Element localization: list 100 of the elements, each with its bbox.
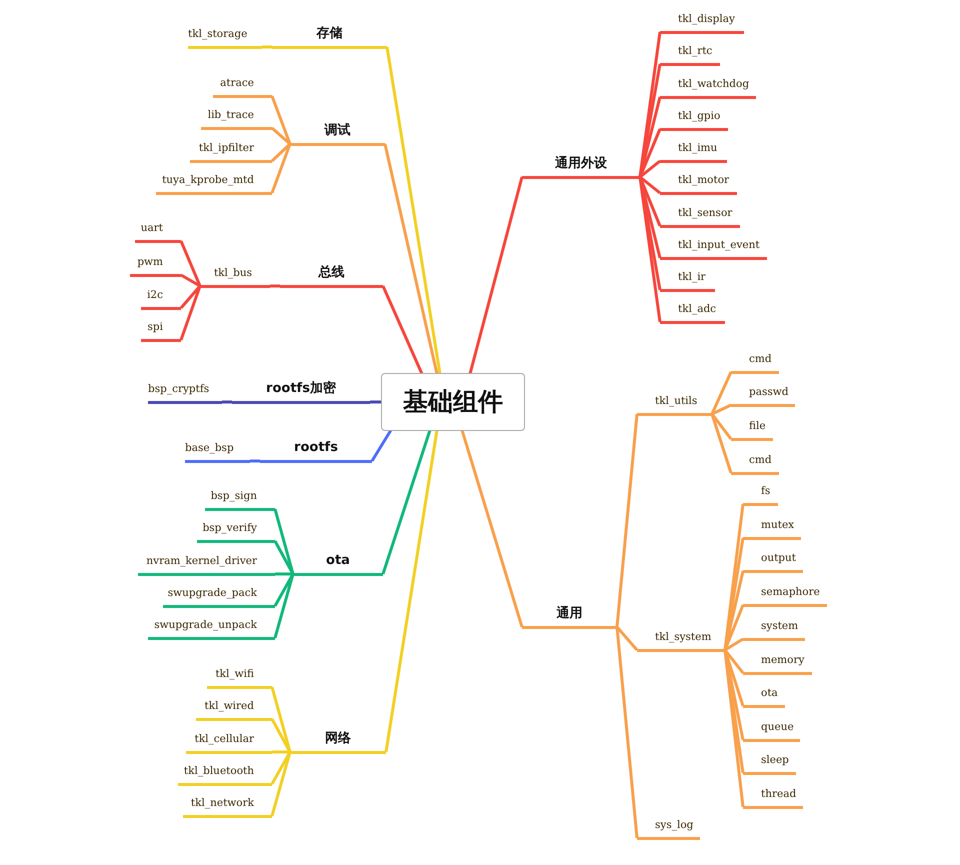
branch-line — [274, 540, 294, 575]
branch-line — [180, 286, 202, 340]
branch-line — [638, 96, 662, 178]
subtopic: tkl_network — [183, 794, 272, 818]
branch-topic: rootfs — [260, 438, 372, 462]
subtopic: tkl_wired — [196, 696, 272, 720]
subtopic: tkl_bus — [200, 264, 270, 288]
branch-line — [616, 626, 638, 651]
subtopic: spi — [141, 318, 181, 342]
subtopic: tkl_bluetooth — [178, 762, 272, 786]
subtopic: i2c — [141, 286, 181, 310]
subtopic: pwm — [130, 252, 181, 276]
subtopic: tkl_gpio — [660, 106, 728, 130]
branch-line — [460, 430, 524, 628]
subtopic: tkl_storage — [188, 24, 262, 48]
central-topic-box: 基础组件 — [381, 373, 525, 431]
branch-line — [724, 649, 744, 674]
subtopic: tkl_system — [637, 628, 725, 652]
branch-line — [616, 414, 638, 628]
subtopic: swupgrade_pack — [163, 584, 275, 608]
branch-topic: 通用外设 — [522, 154, 640, 178]
subtopic: tkl_watchdog — [660, 74, 756, 98]
subtopic: tkl_wifi — [207, 664, 272, 688]
branch-line — [180, 285, 202, 309]
branch-line — [710, 413, 732, 440]
branch-topic: 网络 — [290, 730, 386, 754]
branch-line — [270, 284, 280, 288]
branch-line — [370, 429, 392, 462]
branch-line — [274, 574, 294, 638]
subtopic: queue — [743, 718, 800, 742]
branch-line — [382, 430, 432, 574]
branch-line — [639, 176, 661, 194]
subtopic: nvram_kernel_driver — [138, 552, 275, 576]
branch-line — [180, 274, 201, 288]
branch-topic: 存储 — [272, 24, 387, 48]
subtopic: memory — [743, 650, 812, 674]
subtopic: tkl_ipfilter — [190, 138, 272, 162]
subtopic: tkl_display — [660, 10, 744, 34]
branch-line — [639, 160, 661, 178]
branch-line — [724, 638, 744, 652]
branch-line — [386, 46, 442, 374]
subtopic: atrace — [213, 74, 272, 98]
branch-line — [270, 718, 292, 753]
branch-topic: 总线 — [280, 264, 383, 288]
subtopic: uart — [135, 218, 181, 242]
subtopic: tkl_input_event — [660, 236, 767, 260]
branch-line — [250, 460, 260, 462]
subtopic: thread — [743, 784, 803, 808]
subtopic: cmd — [731, 350, 779, 374]
branch-line — [616, 626, 638, 838]
branch-topic: 调试 — [290, 122, 385, 146]
subtopic: bsp_verify — [197, 518, 275, 542]
subtopic: tkl_adc — [660, 300, 725, 324]
branch-line — [222, 400, 232, 404]
subtopic: sys_log — [637, 816, 700, 840]
subtopic: swupgrade_unpack — [148, 616, 275, 640]
branch-line — [724, 570, 744, 650]
subtopic: fs — [743, 482, 778, 506]
branch-line — [270, 95, 292, 145]
subtopic: bsp_sign — [205, 486, 275, 510]
branch-line — [638, 32, 662, 178]
branch-line — [711, 404, 732, 416]
subtopic: tkl_imu — [660, 138, 727, 162]
subtopic: tkl_sensor — [660, 204, 740, 228]
branch-topic: ota — [293, 552, 383, 576]
branch-line — [180, 240, 202, 287]
subtopic: tkl_cellular — [186, 730, 272, 754]
branch-line — [384, 430, 438, 752]
subtopic: system — [743, 616, 805, 640]
branch-line — [724, 650, 744, 808]
branch-line — [270, 143, 292, 194]
branch-line — [275, 572, 293, 576]
subtopic: tuya_kprobe_mtd — [156, 170, 272, 194]
subtopic: bsp_cryptfs — [148, 380, 222, 404]
branch-line — [270, 142, 292, 162]
branch-line — [468, 176, 524, 374]
subtopic: sleep — [743, 750, 796, 774]
branch-line — [382, 285, 424, 375]
subtopic: file — [731, 416, 773, 440]
branch-line — [262, 46, 272, 48]
branch-line — [710, 414, 732, 474]
branch-line — [638, 176, 662, 322]
subtopic: lib_trace — [201, 106, 272, 130]
branch-line — [710, 371, 732, 415]
subtopic: cmd — [731, 450, 779, 474]
branch-line — [270, 752, 292, 816]
branch-line — [724, 650, 744, 740]
branch-topic: 通用 — [522, 604, 617, 628]
branch-line — [384, 144, 438, 374]
subtopic: ota — [743, 684, 785, 708]
branch-line — [724, 504, 744, 650]
subtopic: base_bsp — [185, 438, 250, 462]
subtopic: passwd — [731, 382, 795, 406]
branch-line — [274, 508, 294, 574]
subtopic: tkl_utils — [637, 392, 712, 416]
branch-line — [724, 650, 744, 774]
subtopic: semaphore — [743, 582, 827, 606]
branch-line — [638, 64, 662, 178]
subtopic: tkl_motor — [660, 170, 737, 194]
subtopic: tkl_ir — [660, 268, 715, 292]
